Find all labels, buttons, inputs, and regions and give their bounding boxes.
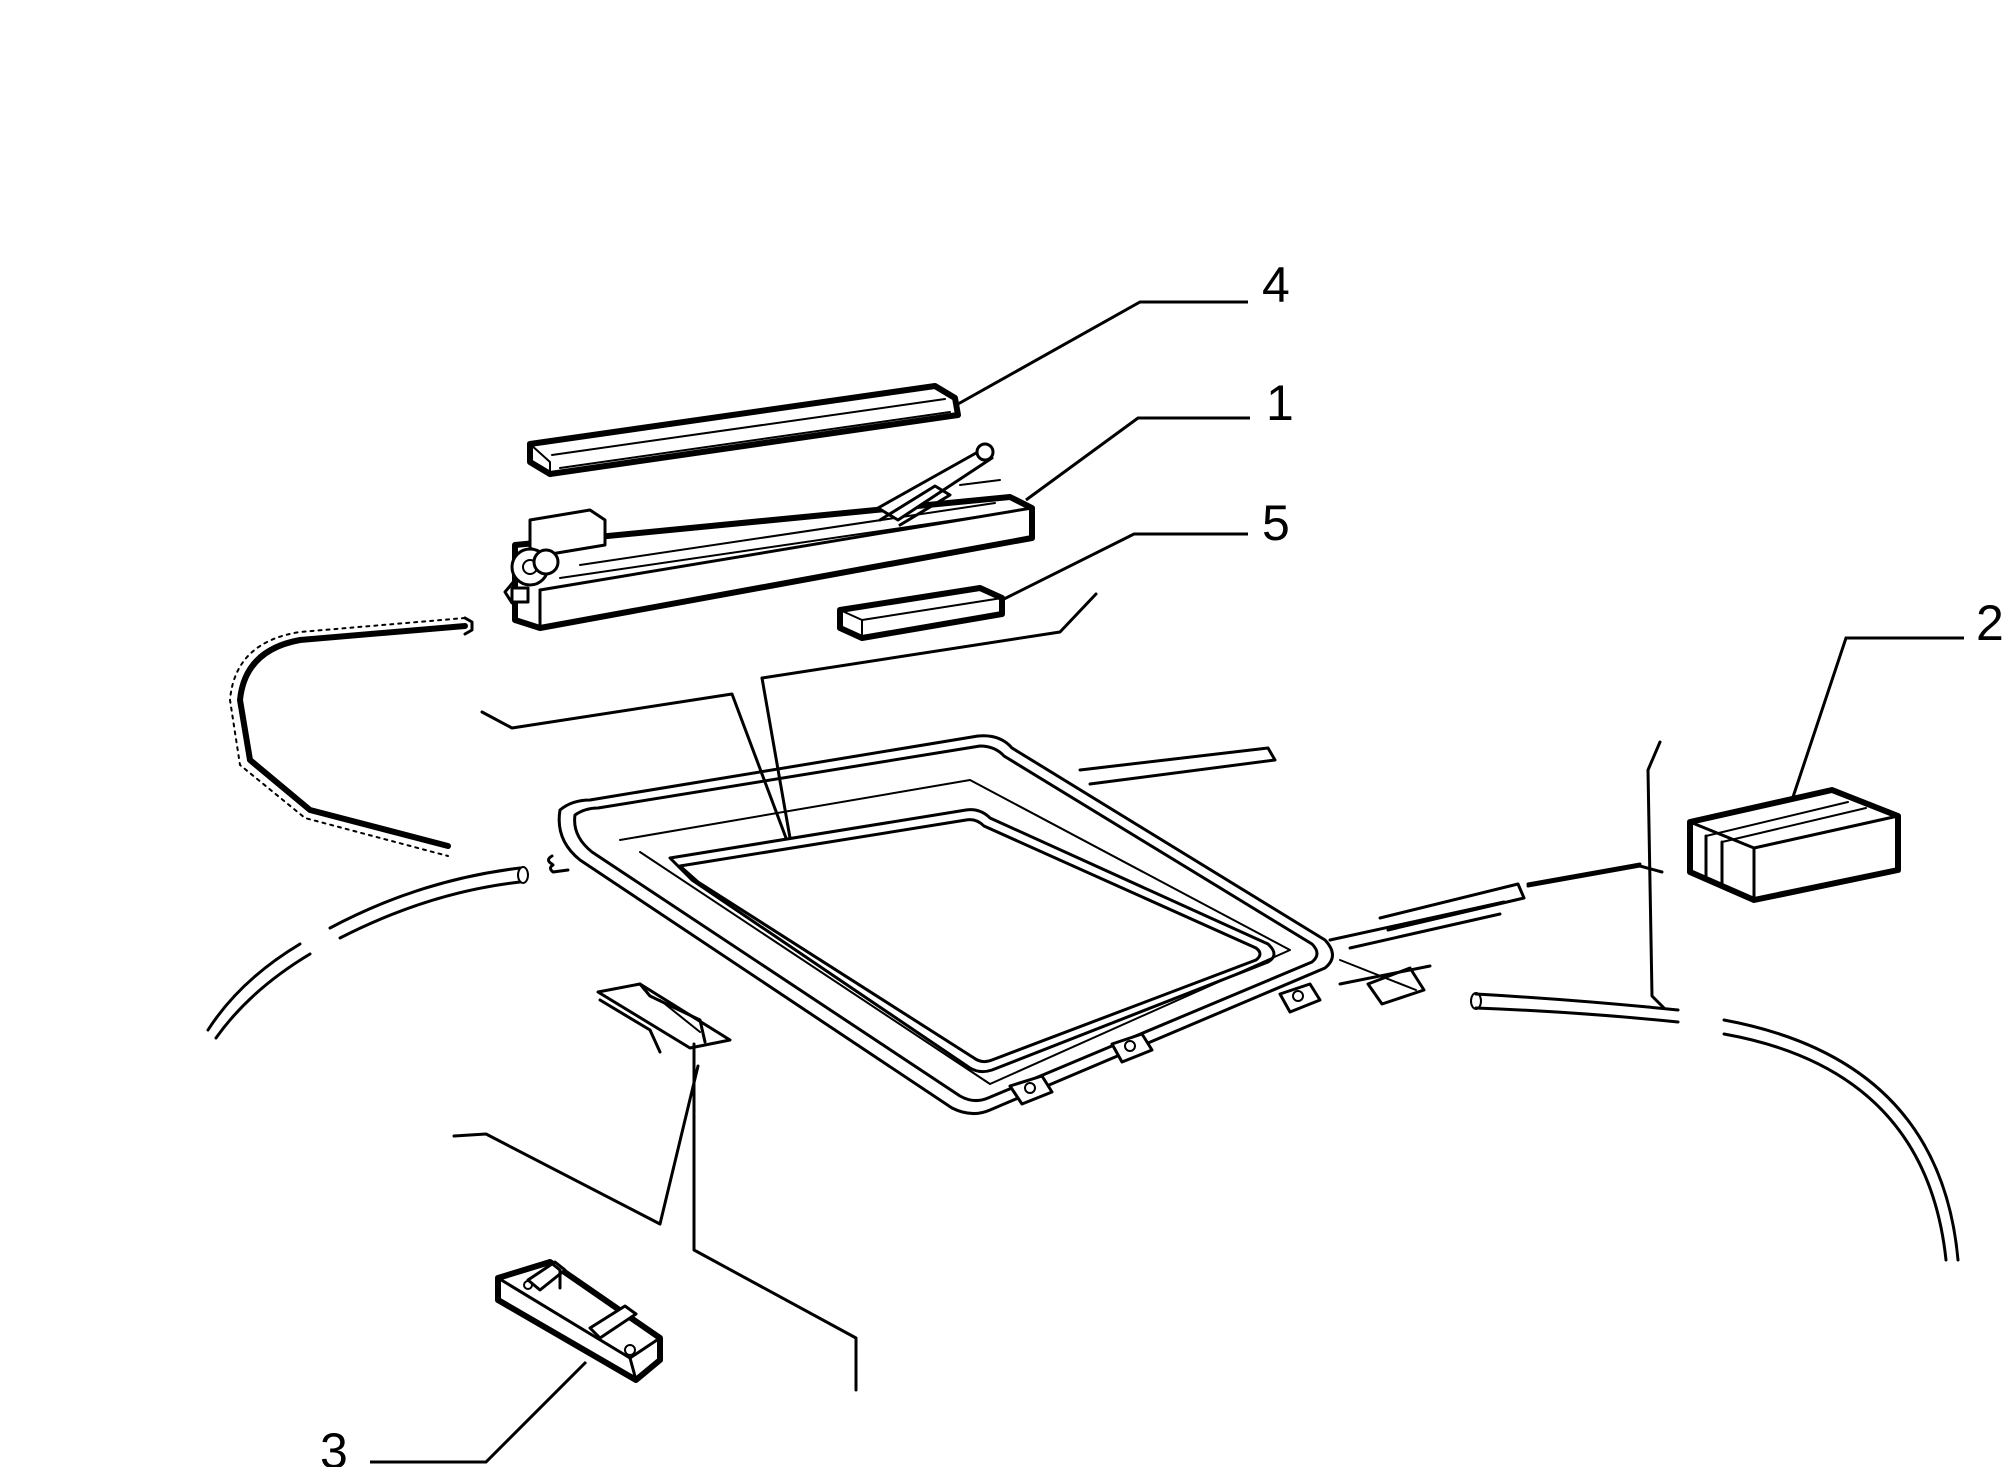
part-3-bracket[interactable]: [495, 1259, 663, 1383]
part-4-cover-strip[interactable]: [527, 383, 961, 477]
callout-3: 3: [320, 1423, 348, 1467]
drive-cable: [229, 616, 474, 857]
drain-hoses: [206, 863, 1960, 1262]
assembly-guide-lines: [452, 592, 1666, 1392]
sunroof-frame[interactable]: [547, 734, 1526, 1115]
callout-leaders: [370, 300, 1964, 1464]
part-1-drive-mechanism[interactable]: [503, 442, 1035, 631]
callout-1: 1: [1266, 375, 1294, 431]
callout-4: 4: [1262, 257, 1290, 313]
callout-2: 2: [1976, 595, 2004, 651]
part-2-slotted-block[interactable]: [1687, 787, 1901, 903]
callout-5: 5: [1262, 495, 1290, 551]
part-5-block[interactable]: [837, 585, 1005, 641]
